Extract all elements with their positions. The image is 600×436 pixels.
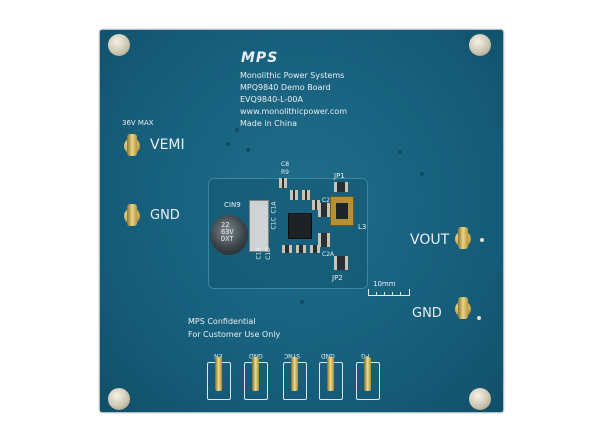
refdes-c1c: C1C — [270, 217, 278, 230]
input-capacitor-pad — [249, 200, 269, 252]
pin-sync — [291, 357, 298, 391]
vemi-post — [127, 134, 137, 156]
confidential-line-1: MPS Confidential — [188, 317, 256, 326]
refdes-l3: L3 — [358, 223, 367, 231]
gnd-screw-hole — [477, 316, 481, 320]
refdes-c1b: C1B — [255, 247, 263, 260]
smd-part-1 — [279, 178, 287, 188]
company-name: Monolithic Power Systems — [240, 71, 345, 80]
confidential-line-2: For Customer Use Only — [188, 330, 281, 339]
header-gnd-2[interactable] — [319, 357, 343, 400]
origin-label: Made in China — [240, 119, 298, 128]
refdes-c2b: C2B — [322, 197, 335, 204]
refdes-jp1: JP1 — [334, 172, 345, 180]
gnd-left-post — [127, 204, 137, 226]
refdes-c2a: C2A — [322, 251, 335, 258]
gnd-right-label: GND — [412, 306, 442, 321]
inductor — [330, 196, 354, 226]
vout-label: VOUT — [410, 232, 450, 248]
smd-part-7 — [310, 245, 320, 253]
via — [420, 172, 424, 176]
standoff-top-right — [469, 34, 491, 56]
smd-part-2 — [290, 190, 298, 200]
refdes-r9: R9 — [281, 169, 289, 176]
jumper-jp2 — [334, 256, 348, 270]
vout-screw-hole — [480, 238, 484, 242]
cap-marking-1: 22 — [221, 221, 230, 229]
via — [300, 300, 304, 304]
scale-label: 10mm — [373, 280, 396, 288]
product-name: MPQ9840 Demo Board — [240, 83, 331, 92]
via — [398, 150, 402, 154]
smd-part-6 — [296, 245, 306, 253]
via — [235, 128, 239, 132]
gnd-right-post — [458, 297, 468, 319]
converter-ic — [288, 213, 312, 239]
refdes-jp2: JP2 — [332, 274, 343, 282]
pin-pg — [364, 357, 371, 391]
jumper-jp1 — [334, 182, 348, 192]
electrolytic-capacitor — [210, 215, 248, 255]
mps-logo: MPS — [241, 50, 279, 66]
gnd-left-label: GND — [150, 208, 180, 223]
pin-gnd-2 — [327, 357, 334, 391]
header-gnd-1[interactable] — [244, 357, 268, 400]
cap-marking-2: 63V — [221, 228, 234, 236]
standoff-top-left — [108, 34, 130, 56]
pin-en — [215, 357, 222, 391]
via — [226, 142, 230, 146]
header-sync[interactable] — [283, 357, 307, 400]
vemi-label: VEMI — [150, 137, 185, 153]
header-pg[interactable] — [356, 357, 380, 400]
refdes-c1d: C1D — [264, 247, 272, 260]
output-cap-2b — [318, 203, 330, 217]
voltage-rating-label: 36V MAX — [122, 119, 154, 127]
scale-bar — [368, 289, 410, 296]
standoff-bottom-right — [469, 388, 491, 410]
via — [246, 148, 250, 152]
standoff-bottom-left — [108, 388, 130, 410]
header-en[interactable] — [207, 357, 231, 400]
pin-gnd-1 — [252, 357, 259, 391]
refdes-c1a: C1A — [270, 201, 278, 214]
smd-part-3 — [302, 190, 310, 200]
cap-marking-3: DXT — [221, 235, 234, 243]
refdes-cin9: CIN9 — [224, 201, 241, 209]
smd-part-5 — [282, 245, 292, 253]
website: www.monolithicpower.com — [240, 107, 347, 116]
vout-post — [458, 227, 468, 249]
refdes-c8: C8 — [281, 161, 290, 168]
part-number: EVQ9840-L-00A — [240, 95, 303, 104]
output-cap-2a — [318, 233, 330, 247]
